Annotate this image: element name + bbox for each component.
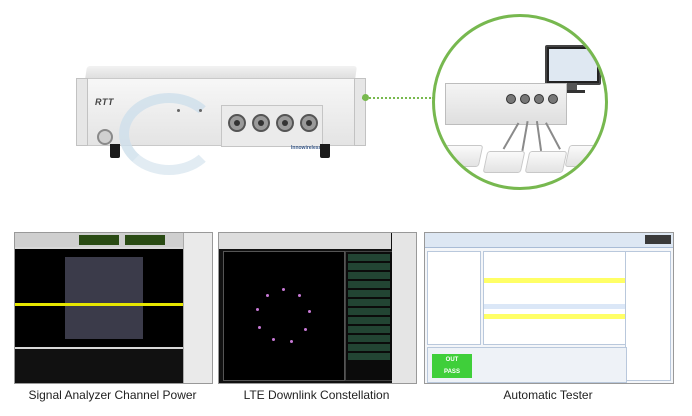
status-led-icon — [199, 109, 202, 112]
rf-connector-icon — [300, 114, 318, 132]
rf-connector-icon — [548, 94, 558, 104]
softkey-panel — [183, 233, 212, 383]
rf-connector-icon — [534, 94, 544, 104]
signal-analyzer-screenshot — [14, 232, 213, 384]
rf-connector-icon — [228, 114, 246, 132]
caption-lte-constellation: LTE Downlink Constellation — [243, 388, 390, 402]
test-results-grid — [483, 251, 627, 345]
rf-connector-icon — [506, 94, 516, 104]
monitor-icon — [545, 45, 601, 85]
dotted-connector-line — [362, 97, 434, 99]
test-tree-panel — [427, 251, 481, 345]
channel-list — [345, 251, 393, 381]
rtt-device-image: RTT Innowireless — [76, 66, 366, 175]
caption-signal-analyzer: Signal Analyzer Channel Power — [28, 388, 197, 402]
mini-device-image — [445, 83, 567, 125]
status-panel: OUT PASS — [427, 347, 627, 383]
rack-ear-left — [76, 78, 88, 146]
spectrum-plot — [15, 249, 183, 347]
device-foot — [110, 144, 120, 158]
rf-connector-icon — [276, 114, 294, 132]
properties-panel — [625, 251, 671, 381]
spectrum-trace — [15, 303, 183, 306]
softkey-panel — [392, 233, 416, 383]
rf-connector-icon — [520, 94, 530, 104]
constellation-plot — [223, 251, 345, 381]
lte-constellation-screenshot — [218, 232, 417, 384]
device-front-panel: RTT Innowireless — [80, 78, 364, 175]
rf-port-panel — [221, 105, 323, 147]
status-led-icon — [177, 109, 180, 112]
test-device-pad — [564, 145, 605, 167]
rf-connector-icon — [252, 114, 270, 132]
rack-ear-right — [354, 78, 366, 146]
setup-illustration-circle — [432, 14, 608, 190]
test-device-pad — [440, 145, 484, 167]
device-model-label: RTT — [95, 97, 114, 107]
power-button-icon — [97, 129, 113, 145]
device-brand-label: Innowireless — [291, 145, 322, 151]
measurement-table — [15, 349, 183, 383]
caption-automatic-tester: Automatic Tester — [503, 388, 593, 402]
test-device-pad — [524, 151, 568, 173]
device-foot — [320, 144, 330, 158]
pass-status-badge: OUT PASS — [432, 354, 472, 378]
automatic-tester-screenshot: OUT PASS — [424, 232, 674, 384]
brand-swirl-graphic — [119, 93, 219, 175]
ribbon-toolbar — [425, 233, 673, 248]
test-device-pad — [482, 151, 526, 173]
